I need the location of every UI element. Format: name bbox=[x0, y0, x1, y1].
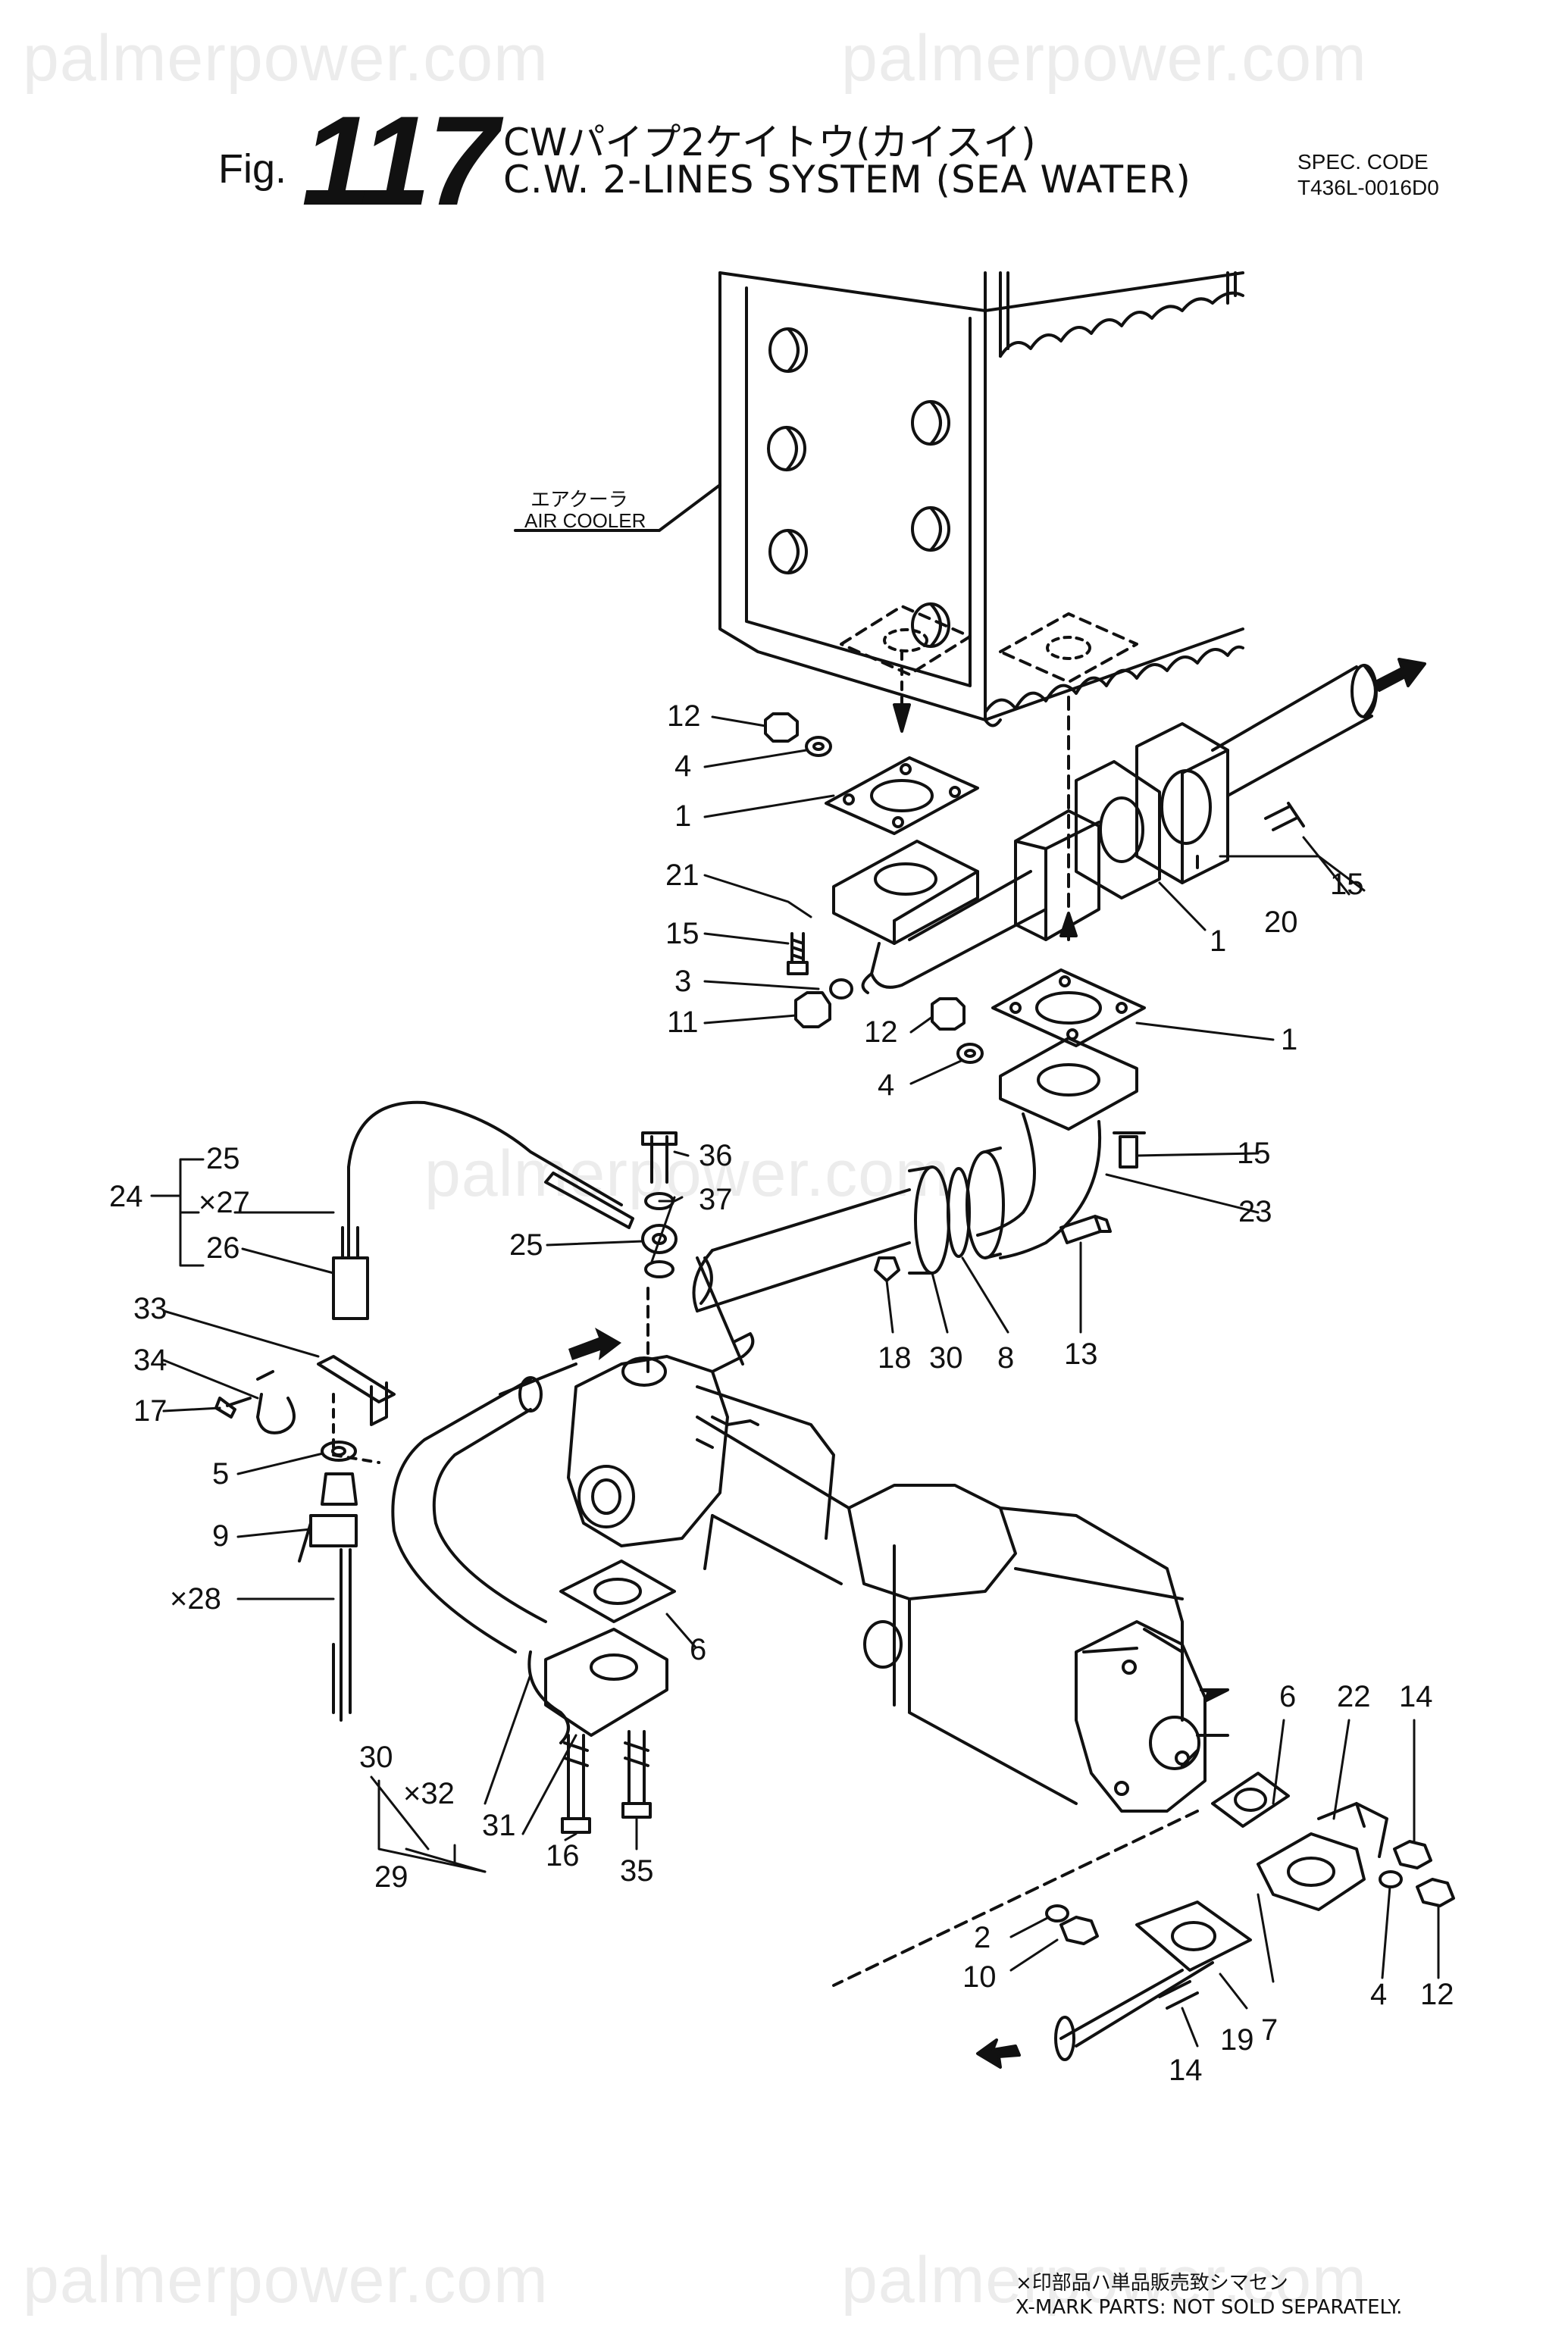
callout-33: 33 bbox=[133, 1292, 167, 1325]
group-brackets bbox=[150, 1194, 487, 1873]
callout-25-a: 25 bbox=[509, 1228, 543, 1262]
spec-code-value: T436L-0016D0 bbox=[1297, 176, 1439, 199]
callout-14-a: 14 bbox=[1169, 2054, 1203, 2087]
air-cooler-label-en: AIR COOLER bbox=[524, 509, 646, 532]
upper-pipe-assembly bbox=[692, 658, 1426, 1312]
group30-mid: ×32 bbox=[403, 1777, 455, 1810]
callout-8: 8 bbox=[997, 1341, 1014, 1375]
callout-4-a: 4 bbox=[674, 749, 691, 783]
thermometer-assembly bbox=[332, 1100, 678, 1381]
callout-36: 36 bbox=[699, 1139, 733, 1172]
group24-parent: 24 bbox=[109, 1180, 143, 1213]
callout-3: 3 bbox=[674, 965, 691, 998]
fig-number: 117 bbox=[302, 89, 499, 232]
watermark-middle: palmerpower.com bbox=[424, 1137, 950, 1210]
group30-bottom: 29 bbox=[374, 1860, 408, 1894]
callout-12-c: 12 bbox=[1420, 1978, 1454, 2011]
callout-30-a: 30 bbox=[929, 1341, 963, 1375]
callout-4-c: 4 bbox=[1370, 1978, 1387, 2011]
callout-11: 11 bbox=[667, 1006, 699, 1039]
footer-note-english: X-MARK PARTS: NOT SOLD SEPARATELY. bbox=[1016, 2296, 1403, 2319]
air-cooler-label-jp: エアクーラ bbox=[530, 488, 628, 511]
callout-15-a: 15 bbox=[665, 917, 699, 950]
watermark-top-left: palmerpower.com bbox=[23, 22, 549, 95]
callout-9: 9 bbox=[212, 1519, 229, 1553]
callout-1-b: 1 bbox=[1281, 1023, 1297, 1056]
callout-12-b: 12 bbox=[864, 1015, 898, 1049]
callout-12-a: 12 bbox=[667, 699, 701, 733]
watermark-top-right: palmerpower.com bbox=[841, 22, 1367, 95]
callout-2: 2 bbox=[974, 1921, 991, 1954]
callout-1-a: 1 bbox=[674, 799, 691, 833]
footer-note-japanese: ×印部品ハ単品販売致シマセン bbox=[1016, 2272, 1288, 2295]
callout-14-b: 14 bbox=[1399, 1680, 1433, 1713]
callout-6-b: 6 bbox=[1279, 1680, 1296, 1713]
lower-right-inlet bbox=[976, 1772, 1455, 2069]
leader-lines bbox=[162, 715, 1440, 2048]
callout-10: 10 bbox=[962, 1960, 997, 1994]
fig-label: Fig. bbox=[218, 146, 287, 192]
callout-15-c: 15 bbox=[1237, 1137, 1271, 1170]
watermark-bottom-right: palmerpower.com bbox=[841, 2244, 1367, 2317]
callout-13: 13 bbox=[1064, 1337, 1098, 1371]
cooler-and-lower-pipe bbox=[391, 1256, 1229, 1987]
group24-child-25: 25 bbox=[206, 1142, 240, 1175]
callout-19: 19 bbox=[1220, 2023, 1254, 2057]
callout-1-c: 1 bbox=[1210, 924, 1226, 958]
callout-x28: ×28 bbox=[170, 1582, 221, 1616]
callout-34: 34 bbox=[133, 1344, 167, 1377]
callout-21: 21 bbox=[665, 859, 699, 892]
title-japanese: CWパイプ2ケイトウ(カイスイ) bbox=[503, 120, 1036, 164]
callout-16: 16 bbox=[546, 1839, 580, 1872]
callout-37: 37 bbox=[699, 1183, 733, 1216]
bracket-and-drain bbox=[214, 1355, 396, 1722]
air-cooler bbox=[514, 271, 1244, 941]
callout-17: 17 bbox=[133, 1394, 167, 1428]
callout-35: 35 bbox=[620, 1854, 654, 1888]
watermark-bottom-left: palmerpower.com bbox=[23, 2244, 549, 2317]
callout-labels: 12 4 1 21 15 3 11 12 4 1 1 20 15 15 23 1… bbox=[109, 488, 1454, 2087]
fasteners-upper bbox=[764, 712, 1305, 1282]
group24-child-x27: ×27 bbox=[199, 1186, 250, 1219]
callout-4-b: 4 bbox=[878, 1068, 894, 1102]
callout-5: 5 bbox=[212, 1457, 229, 1491]
group30-top: 30 bbox=[359, 1741, 393, 1774]
title-english: C.W. 2-LINES SYSTEM (SEA WATER) bbox=[503, 158, 1191, 202]
spec-code-label: SPEC. CODE bbox=[1297, 150, 1429, 174]
group30-right: 31 bbox=[482, 1809, 516, 1842]
callout-18: 18 bbox=[878, 1341, 912, 1375]
callout-23: 23 bbox=[1238, 1195, 1272, 1228]
flow-arrows bbox=[568, 1328, 621, 1360]
callout-7: 7 bbox=[1261, 2013, 1278, 2047]
group24-child-26: 26 bbox=[206, 1231, 240, 1265]
callout-15-b: 15 bbox=[1330, 868, 1364, 901]
callout-6-a: 6 bbox=[690, 1633, 706, 1666]
callout-22: 22 bbox=[1337, 1680, 1371, 1713]
callout-20: 20 bbox=[1264, 906, 1298, 939]
